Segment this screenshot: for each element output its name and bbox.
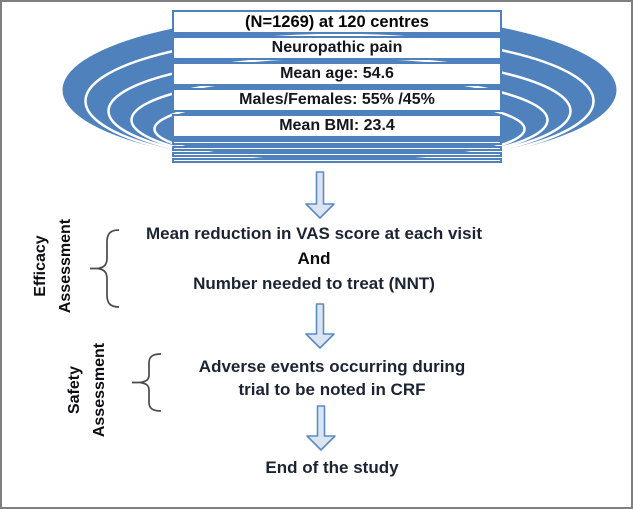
table-row-empty bbox=[172, 140, 502, 145]
left-curly-brace-icon bbox=[132, 353, 162, 412]
table-row-empty bbox=[172, 152, 502, 157]
table-row-empty bbox=[172, 146, 502, 151]
safety-line-2: trial to be noted in CRF bbox=[238, 380, 426, 399]
down-arrow-icon bbox=[306, 405, 336, 451]
safety-text-block: Adverse events occurring during trial to… bbox=[132, 355, 532, 401]
table-row: Neuropathic pain bbox=[172, 36, 502, 60]
table-row: (N=1269) at 120 centres bbox=[172, 10, 502, 34]
safety-label-line: Assessment bbox=[91, 342, 108, 438]
down-arrow-icon bbox=[305, 171, 335, 219]
table-row: Mean BMI: 23.4 bbox=[172, 114, 502, 138]
efficacy-label-line: Efficacy bbox=[32, 235, 49, 297]
safety-line-1: Adverse events occurring during bbox=[198, 357, 466, 376]
efficacy-label-line: Assessment bbox=[57, 218, 74, 314]
population-table: (N=1269) at 120 centres Neuropathic pain… bbox=[172, 10, 502, 164]
efficacy-text-block: Mean reduction in VAS score at each visi… bbox=[112, 221, 516, 296]
safety-label-line: Safety bbox=[66, 365, 83, 415]
efficacy-line-1: Mean reduction in VAS score at each visi… bbox=[145, 224, 482, 243]
table-row-empty bbox=[172, 158, 502, 163]
down-arrow-icon bbox=[305, 303, 335, 349]
left-curly-brace-icon bbox=[90, 229, 120, 308]
end-of-study-text: End of the study bbox=[265, 458, 399, 477]
table-row: Mean age: 54.6 bbox=[172, 62, 502, 86]
efficacy-assessment-label: Efficacy Assessment bbox=[28, 212, 80, 320]
efficacy-line-2: Number needed to treat (NNT) bbox=[193, 274, 435, 293]
safety-assessment-label: Safety Assessment bbox=[62, 340, 110, 440]
table-row: Males/Females: 55% /45% bbox=[172, 88, 502, 112]
efficacy-connector: And bbox=[297, 249, 331, 268]
